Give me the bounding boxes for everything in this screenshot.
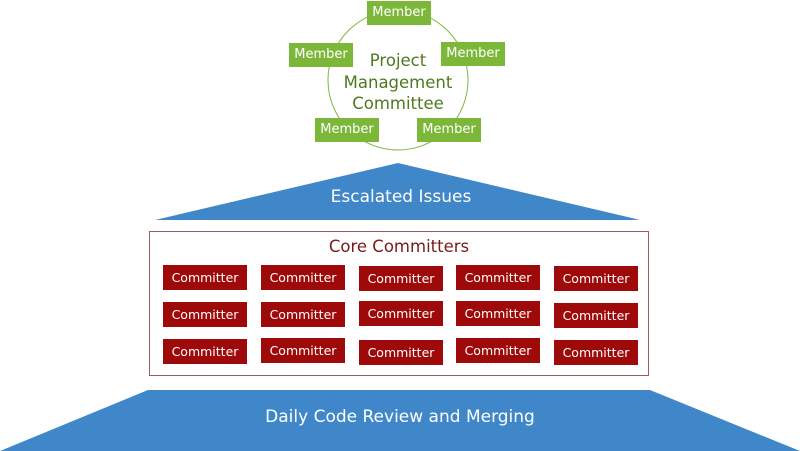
pmc-member: Member [289,43,353,67]
daily-review-label: Daily Code Review and Merging [265,407,535,427]
committer-box: Committer [554,266,638,291]
committer-box: Committer [261,265,345,290]
committer-box: Committer [554,303,638,328]
committer-box: Committer [163,339,247,364]
committer-box: Committer [456,301,540,326]
committer-box: Committer [163,265,247,290]
pmc-title-line: Committee [352,94,444,113]
committer-box: Committer [554,340,638,365]
committer-box: Committer [261,302,345,327]
committer-box: Committer [359,266,443,291]
committer-box: Committer [359,301,443,326]
committer-box: Committer [359,340,443,365]
pmc-member: Member [441,42,505,66]
pmc-member: Member [417,118,481,142]
escalated-issues-band [155,163,640,220]
committer-box: Committer [163,302,247,327]
core-committers-box: Core Committers Committer Committer Comm… [149,231,649,376]
core-committers-title: Core Committers [328,237,470,256]
pmc-title: Project Management Committee [318,50,478,115]
committer-box: Committer [456,265,540,290]
committer-box: Committer [261,338,345,363]
daily-review-band [0,390,800,451]
pmc-title-line: Project [369,51,427,70]
committer-box: Committer [456,338,540,363]
escalated-issues-label: Escalated Issues [330,187,472,207]
pmc-member: Member [367,1,431,25]
pmc-title-line: Management [343,72,453,92]
pmc-member: Member [315,118,379,142]
